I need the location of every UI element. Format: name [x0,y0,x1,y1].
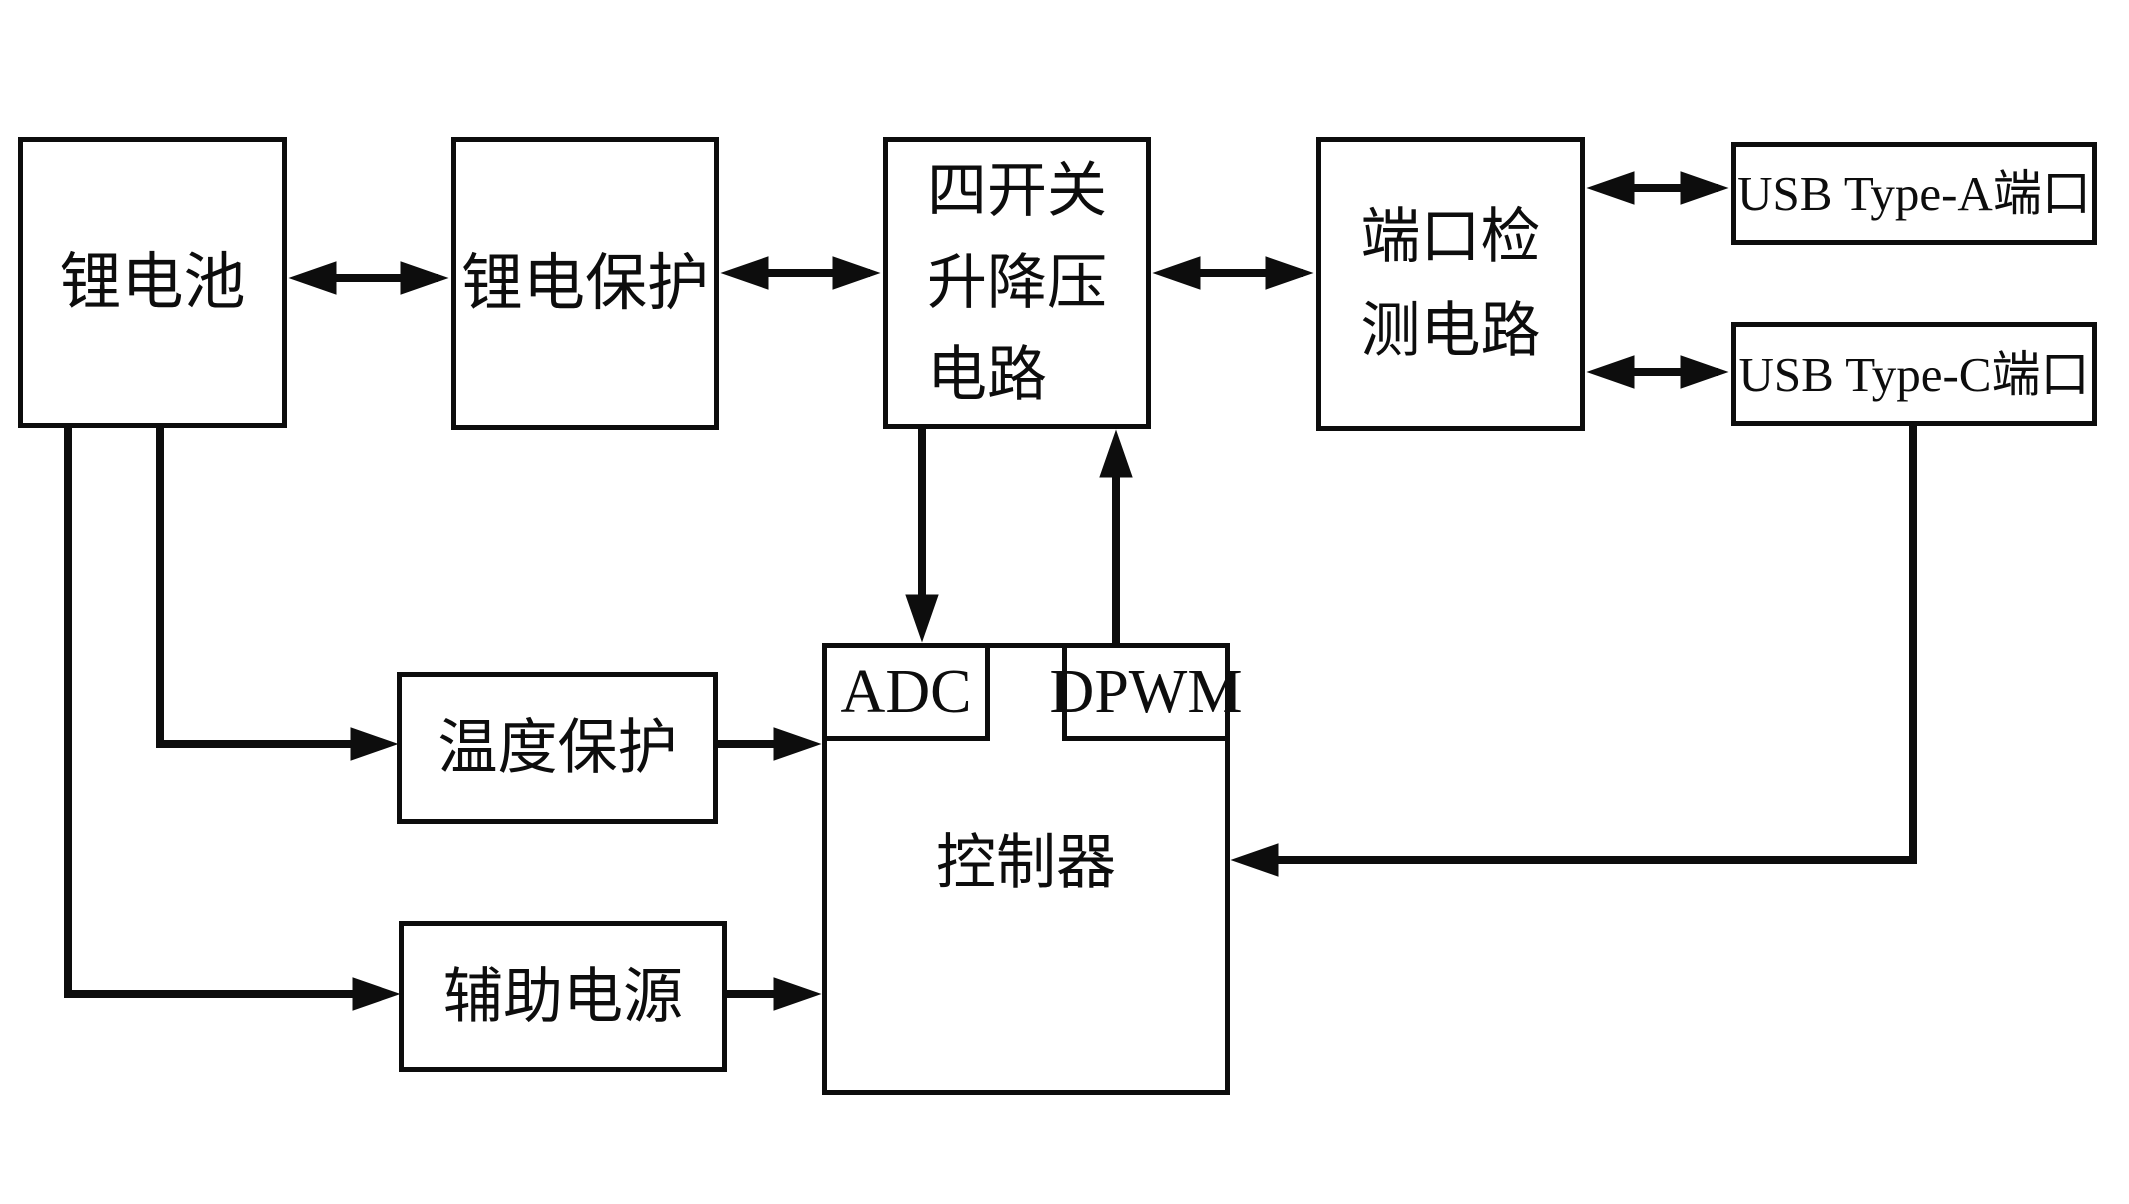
port-detection-line1: 端口检 [1360,204,1541,270]
usb-type-c-block: USB Type-C端口 [1731,322,2097,426]
edge-buckboost-adc-arrow [905,429,939,643]
usb-type-c-label: USB Type-C端口 [1738,346,2090,402]
temp-protection-block: 温度保护 [397,672,718,824]
edge-temp-controller-arrow [717,727,822,761]
temp-protection-label: 温度保护 [437,715,678,781]
edge-aux-controller-arrow [726,977,822,1011]
battery-block: 锂电池 [18,137,287,428]
aux-power-label: 辅助电源 [443,963,683,1030]
edge-portdetection-usbc-double-arrow [1586,355,1729,389]
edge-battery-protection-double-arrow [288,261,449,295]
usb-type-a-label: USB Type-A端口 [1737,166,2091,221]
edge-portdetection-usba-double-arrow [1586,171,1729,205]
aux-power-block: 辅助电源 [399,921,727,1072]
adc-block: ADC [822,643,990,741]
buck-boost-label: 四开关 升降压 电路 [927,145,1107,421]
port-detection-block: 端口检 测电路 [1316,137,1585,431]
battery-protection-block: 锂电保护 [451,137,719,430]
battery-label: 锂电池 [59,248,246,317]
buck-boost-block: 四开关 升降压 电路 [883,137,1151,429]
edge-usbc-controller-arrow [1230,426,1917,877]
buck-boost-line2: 升降压 [927,250,1107,316]
controller-label: 控制器 [936,830,1116,896]
port-detection-label: 端口检 测电路 [1361,190,1541,378]
adc-label: ADC [840,658,972,726]
battery-protection-label: 锂电保护 [460,249,709,318]
dpwm-label: DPWM [1049,658,1243,726]
edge-dpwm-buckboost-arrow [1099,429,1133,643]
edge-buckboost-portdetection-double-arrow [1152,256,1314,290]
usb-type-a-block: USB Type-A端口 [1731,142,2097,245]
dpwm-block: DPWM [1050,643,1242,741]
buck-boost-line3: 电路 [927,342,1047,408]
buck-boost-line1: 四开关 [927,158,1107,224]
port-detection-line2: 测电路 [1360,298,1541,364]
edge-protection-buckboost-double-arrow [720,256,881,290]
edge-battery-aux-arrow [64,428,401,1011]
edge-battery-temp-arrow [156,428,399,761]
